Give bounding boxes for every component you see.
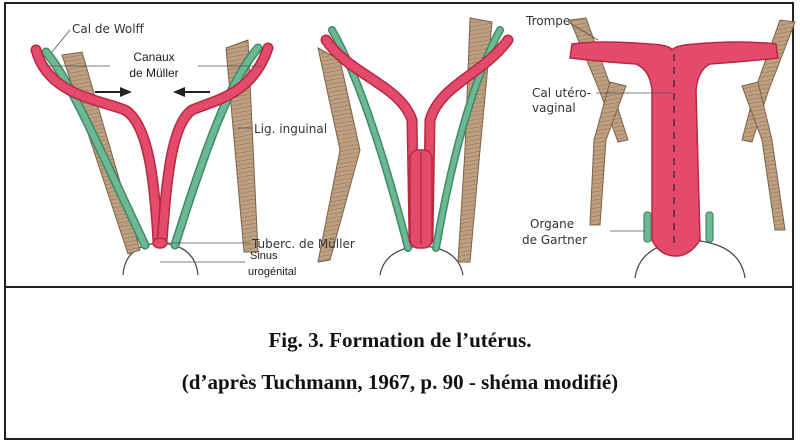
label-utero-1: Cal utéro- xyxy=(532,86,591,100)
wolff-duct-right-1-fill xyxy=(172,45,261,248)
label-muller-1: Canaux xyxy=(133,50,174,64)
arrow-right-icon xyxy=(95,87,132,97)
ligament-right-3-lower xyxy=(741,81,786,231)
figure-source: (d’après Tuchmann, 1967, p. 90 - shéma m… xyxy=(181,370,619,394)
muller-tubercle-1 xyxy=(152,237,168,249)
label-wolff: Cal de Wolff xyxy=(72,22,145,36)
label-trompe: Trompe xyxy=(525,14,570,28)
label-sinus-1: Sinus xyxy=(250,250,278,262)
wolff-duct-right-2-fill xyxy=(433,27,503,251)
figure-frame xyxy=(4,2,794,440)
label-gartner-1: Organe xyxy=(530,217,574,231)
panel-1-stage xyxy=(30,29,274,276)
label-gartner-2: de Gartner xyxy=(522,233,587,247)
label-sinus-2: urogénital xyxy=(248,266,296,278)
gartner-organ-right xyxy=(705,211,714,243)
arrow-left-icon xyxy=(173,87,210,97)
muller-duct-left-1-fill xyxy=(32,46,162,246)
label-muller-2: de Müller xyxy=(129,66,178,80)
caption-divider xyxy=(4,286,794,288)
label-tuberc: Tuberc. de Müller xyxy=(251,237,355,251)
panel-2-stage xyxy=(317,17,514,276)
uterus-formation-diagram: Cal de Wolff Canaux de Müller Lig. ingui… xyxy=(30,14,796,279)
figure-title: Fig. 3. Formation de l’utérus. xyxy=(268,328,532,352)
muller-duct-right-2-fill xyxy=(424,36,512,244)
ligament-left-3-lower xyxy=(589,81,627,226)
label-lig-inguinal: Lig. inguinal xyxy=(254,122,327,136)
ligament-right-2 xyxy=(457,17,493,263)
label-utero-2: vaginal xyxy=(532,101,576,115)
wolff-duct-left-1-fill xyxy=(43,49,148,248)
panel-3-stage xyxy=(567,17,796,279)
muller-duct-right-1-fill xyxy=(158,44,272,246)
sinus-urogenital-outline-2 xyxy=(379,245,464,276)
muller-duct-left-2-fill xyxy=(322,36,418,244)
gartner-organ-left xyxy=(643,211,652,243)
wolff-duct-left-2-fill xyxy=(329,27,411,251)
